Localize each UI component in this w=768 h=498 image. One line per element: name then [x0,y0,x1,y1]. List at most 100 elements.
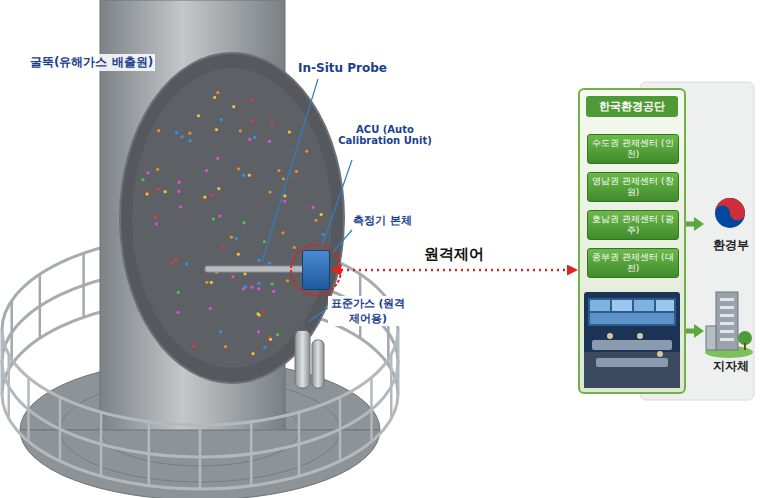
control-room-photo [657,351,663,357]
gas-particle [268,140,271,143]
gas-particle [146,171,149,174]
railing-front [2,330,398,489]
gas-particle [170,262,173,265]
gas-particle [270,121,273,124]
gas-particle [293,246,296,249]
gas-particle [222,246,225,249]
part-label: In-Situ Probe [296,61,389,75]
gas-cylinder [300,322,305,331]
gas-particle [286,279,289,282]
panel-fill [578,88,686,394]
leader-line [262,79,352,322]
gas-particle [244,285,247,288]
control-room-photo [634,300,654,311]
gas-particle [312,206,315,209]
railing-post [10,301,13,365]
control-room-photo [590,300,610,311]
control-room-photo [637,333,643,339]
gas-particle [232,105,235,108]
gas-particle [157,129,160,132]
control-room-photo [607,333,613,339]
chimney-cutaway [120,53,344,383]
gas-particle [181,135,184,138]
control-room-photo [590,313,674,324]
gas-particle [216,91,219,94]
gas-particle [177,291,180,294]
control-center-panel: 한국환경공단수도권 관제센터 (인천)영남권 관제센터 (창원)호남권 관제센터… [578,88,686,394]
railing-post [2,330,398,489]
node-text: 지자체 [704,358,758,375]
gas-particle [141,91,324,355]
gas-particle [145,192,148,195]
leader-line [262,79,318,262]
node-text: 영남권 관제센터 (창원) [588,173,678,201]
gas-particle [213,96,216,99]
gas-particle [277,169,280,172]
highlight-circle [291,245,341,295]
control-room-photo [584,292,680,388]
control-room-photo [584,292,680,388]
report-arrow [686,329,694,334]
gas-particle [243,221,246,224]
gas-particle [217,187,220,190]
building-icon [716,292,738,350]
building-icon [744,343,746,350]
gas-particle [197,114,200,117]
railing-front [2,362,398,457]
control-room-photo [584,352,680,388]
gas-particle [215,128,218,131]
gas-particle [257,287,260,290]
ministry-node: 환경부 [704,192,758,256]
gas-particle [282,177,285,180]
building-icon [720,306,734,309]
building-icon [720,314,734,317]
gas-particle [262,310,265,313]
gas-particle [272,290,275,293]
gas-particle [224,345,227,348]
gas-particle [295,170,298,173]
gas-particle [179,205,182,208]
government-emblem [715,198,745,228]
gas-particle [189,139,192,142]
center-item: 중부권 관제센터 (대전) [587,248,679,278]
government-emblem [715,198,745,228]
gas-particle [192,345,195,348]
gas-cylinder [295,322,324,388]
gas-particle [154,215,157,218]
node-text: 중부권 관제센터 (대전) [588,249,678,277]
chimney-cutaway [132,68,332,368]
gas-particle [242,174,245,177]
gas-cylinder [295,330,310,388]
control-room-photo [592,340,672,350]
gas-particle [256,312,259,315]
gas-particle [210,281,213,284]
gas-particle [263,240,266,243]
gas-particle [156,168,159,171]
building-icon [720,298,734,301]
building-icon [720,330,734,333]
gas-particle [237,253,240,256]
control-room-photo [596,358,668,367]
gas-particle [314,219,317,222]
gas-particle [157,188,160,191]
building-icon [738,331,752,345]
gas-particle [177,181,180,184]
gas-particle [230,236,233,239]
part-label: 굴뚝(유해가스 배출원) [28,54,155,71]
gas-particle [320,213,323,216]
gas-particle [268,262,271,265]
gas-particle [237,167,240,170]
gas-particle [250,98,253,101]
center-item: 영남권 관제센터 (창원) [587,172,679,202]
edge-label: 원격제어 [421,245,487,264]
railing-post [39,274,42,338]
gas-particle [155,222,158,225]
gas-particle [251,120,254,123]
gas-particle [243,272,246,275]
part-label: ACU (Auto Calibration Unit) [334,124,436,146]
gas-particle [175,131,178,134]
node-text: 환경부 [704,237,758,254]
gas-particle [257,282,260,285]
node-text: 수도권 관제센터 (인천) [588,135,678,163]
gas-particle [235,237,238,240]
